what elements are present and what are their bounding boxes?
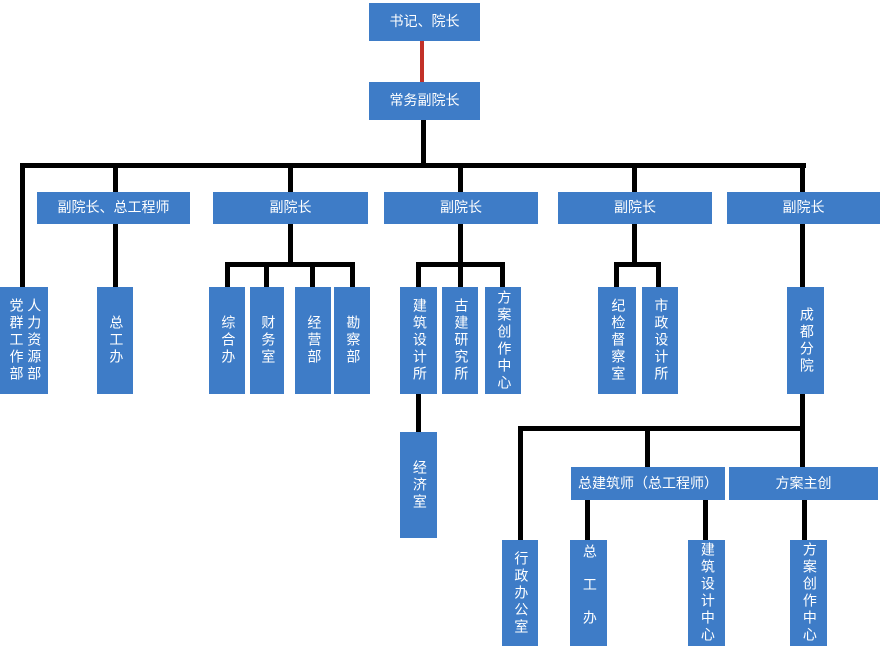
connector-vd1-d1 bbox=[225, 267, 230, 287]
node-scheme-creation-center-label: 方案创作中心 bbox=[495, 289, 512, 392]
node-general-office: 综合办 bbox=[209, 287, 245, 394]
node-exec-vice-dean: 常务副院长 bbox=[369, 82, 480, 120]
node-operations-dept: 经营部 bbox=[295, 287, 331, 394]
node-admin-office-label: 行政办公室 bbox=[512, 550, 529, 636]
connector-vd2-d2 bbox=[458, 267, 463, 287]
connector-economy-office bbox=[416, 394, 421, 432]
node-branch-scheme-creation-center-label: 方案创作中心 bbox=[800, 542, 817, 644]
node-discipline-inspection-office-label: 纪检督察室 bbox=[609, 298, 626, 383]
connector-vd3-horizontal bbox=[614, 262, 661, 267]
node-vice-dean-2: 副院长 bbox=[384, 192, 538, 224]
node-ancient-architecture-institute: 古建研究所 bbox=[442, 287, 478, 394]
connector-drop-vd2 bbox=[458, 168, 463, 192]
node-branch-chief-engineer-office: 总工办 bbox=[570, 540, 607, 646]
connector-chief-architect-d1 bbox=[585, 500, 590, 540]
connector-main-horizontal bbox=[20, 163, 806, 168]
node-operations-dept-label: 经营部 bbox=[305, 315, 322, 366]
node-vice-dean-3: 副院长 bbox=[558, 192, 712, 224]
node-scheme-lead: 方案主创 bbox=[729, 467, 878, 500]
connector-chengdu-d-scheme-lead bbox=[800, 431, 805, 467]
connector-vd1-d2 bbox=[264, 267, 269, 287]
node-party-mass-hr-dept: 党群工作部 人力资源部 bbox=[0, 287, 48, 394]
node-general-office-label: 综合办 bbox=[219, 315, 236, 366]
node-chief-engineer-office-label: 总工办 bbox=[107, 315, 124, 366]
connector-dean-exec bbox=[420, 41, 424, 82]
node-architecture-design-center-label: 建筑设计中心 bbox=[698, 542, 715, 644]
node-architecture-design-institute-label: 建筑设计所 bbox=[410, 298, 427, 383]
node-admin-office: 行政办公室 bbox=[502, 540, 538, 646]
connector-vd1-stem bbox=[288, 224, 293, 262]
node-party-mass-dept-label: 党群工作部 bbox=[7, 298, 24, 383]
connector-chengdu-d-chief-architect bbox=[645, 431, 650, 467]
connector-drop-party-hr bbox=[20, 168, 25, 287]
node-survey-dept-label: 勘察部 bbox=[344, 315, 361, 366]
node-finance-office-label: 财务室 bbox=[259, 315, 276, 366]
connector-drop-vd4 bbox=[800, 168, 805, 192]
node-scheme-creation-center: 方案创作中心 bbox=[485, 287, 521, 394]
node-ancient-architecture-institute-label: 古建研究所 bbox=[452, 298, 469, 383]
node-vice-dean-2-label: 副院长 bbox=[440, 200, 482, 216]
node-economy-office-label: 经济室 bbox=[410, 459, 427, 511]
connector-chengdu-horizontal bbox=[518, 426, 805, 431]
node-chief-architect-label: 总建筑师（总工程师） bbox=[578, 475, 718, 492]
connector-vd1-d3 bbox=[310, 267, 315, 287]
node-economy-office: 经济室 bbox=[400, 432, 437, 538]
node-dean: 书记、院长 bbox=[369, 3, 480, 41]
connector-vd3-d1 bbox=[614, 267, 619, 287]
node-hr-dept-label: 人力资源部 bbox=[25, 298, 42, 383]
node-architecture-design-center: 建筑设计中心 bbox=[688, 540, 725, 646]
node-vice-dean-chief-engineer: 副院长、总工程师 bbox=[37, 192, 190, 224]
connector-drop-vdce bbox=[113, 168, 118, 192]
node-branch-chief-engineer-office-label: 总工办 bbox=[580, 543, 597, 643]
node-vice-dean-3-label: 副院长 bbox=[614, 200, 656, 216]
connector-vd3-d2 bbox=[656, 267, 661, 287]
node-municipal-design-institute-label: 市政设计所 bbox=[652, 298, 669, 383]
connector-vd3-stem bbox=[632, 224, 637, 262]
node-dean-label: 书记、院长 bbox=[389, 14, 460, 30]
connector-chengdu-stem bbox=[800, 394, 805, 426]
node-vice-dean-1-label: 副院长 bbox=[269, 200, 312, 216]
connector-chief-architect-d2 bbox=[703, 500, 708, 540]
node-exec-vice-dean-label: 常务副院长 bbox=[389, 93, 460, 109]
connector-vd2-d3 bbox=[500, 267, 505, 287]
node-chengdu-branch-label: 成都分院 bbox=[797, 306, 814, 375]
connector-chengdu-d-admin bbox=[518, 431, 523, 540]
node-survey-dept: 勘察部 bbox=[334, 287, 370, 394]
node-chengdu-branch: 成都分院 bbox=[787, 287, 824, 394]
connector-vd4-chengdu bbox=[800, 224, 805, 287]
node-discipline-inspection-office: 纪检督察室 bbox=[598, 287, 636, 394]
node-architecture-design-institute: 建筑设计所 bbox=[400, 287, 437, 394]
connector-vd1-horizontal bbox=[225, 262, 355, 267]
node-vice-dean-4-label: 副院长 bbox=[782, 200, 825, 216]
connector-scheme-lead-d1 bbox=[802, 500, 807, 540]
connector-vdce-office bbox=[113, 224, 118, 287]
node-branch-scheme-creation-center: 方案创作中心 bbox=[790, 540, 827, 646]
node-chief-engineer-office: 总工办 bbox=[97, 287, 133, 394]
connector-drop-vd3 bbox=[632, 168, 637, 192]
connector-vd1-d4 bbox=[350, 267, 355, 287]
connector-drop-vd1 bbox=[288, 168, 293, 192]
node-vice-dean-chief-engineer-label: 副院长、总工程师 bbox=[57, 200, 170, 216]
connector-exec-down bbox=[421, 120, 426, 166]
connector-vd2-stem bbox=[458, 224, 463, 262]
node-municipal-design-institute: 市政设计所 bbox=[642, 287, 678, 394]
connector-vd2-horizontal bbox=[416, 262, 505, 267]
node-finance-office: 财务室 bbox=[250, 287, 284, 394]
node-vice-dean-1: 副院长 bbox=[213, 192, 368, 224]
connector-vd2-d1 bbox=[416, 267, 421, 287]
node-scheme-lead-label: 方案主创 bbox=[775, 475, 832, 492]
node-vice-dean-4: 副院长 bbox=[727, 192, 880, 224]
node-chief-architect: 总建筑师（总工程师） bbox=[571, 467, 725, 500]
